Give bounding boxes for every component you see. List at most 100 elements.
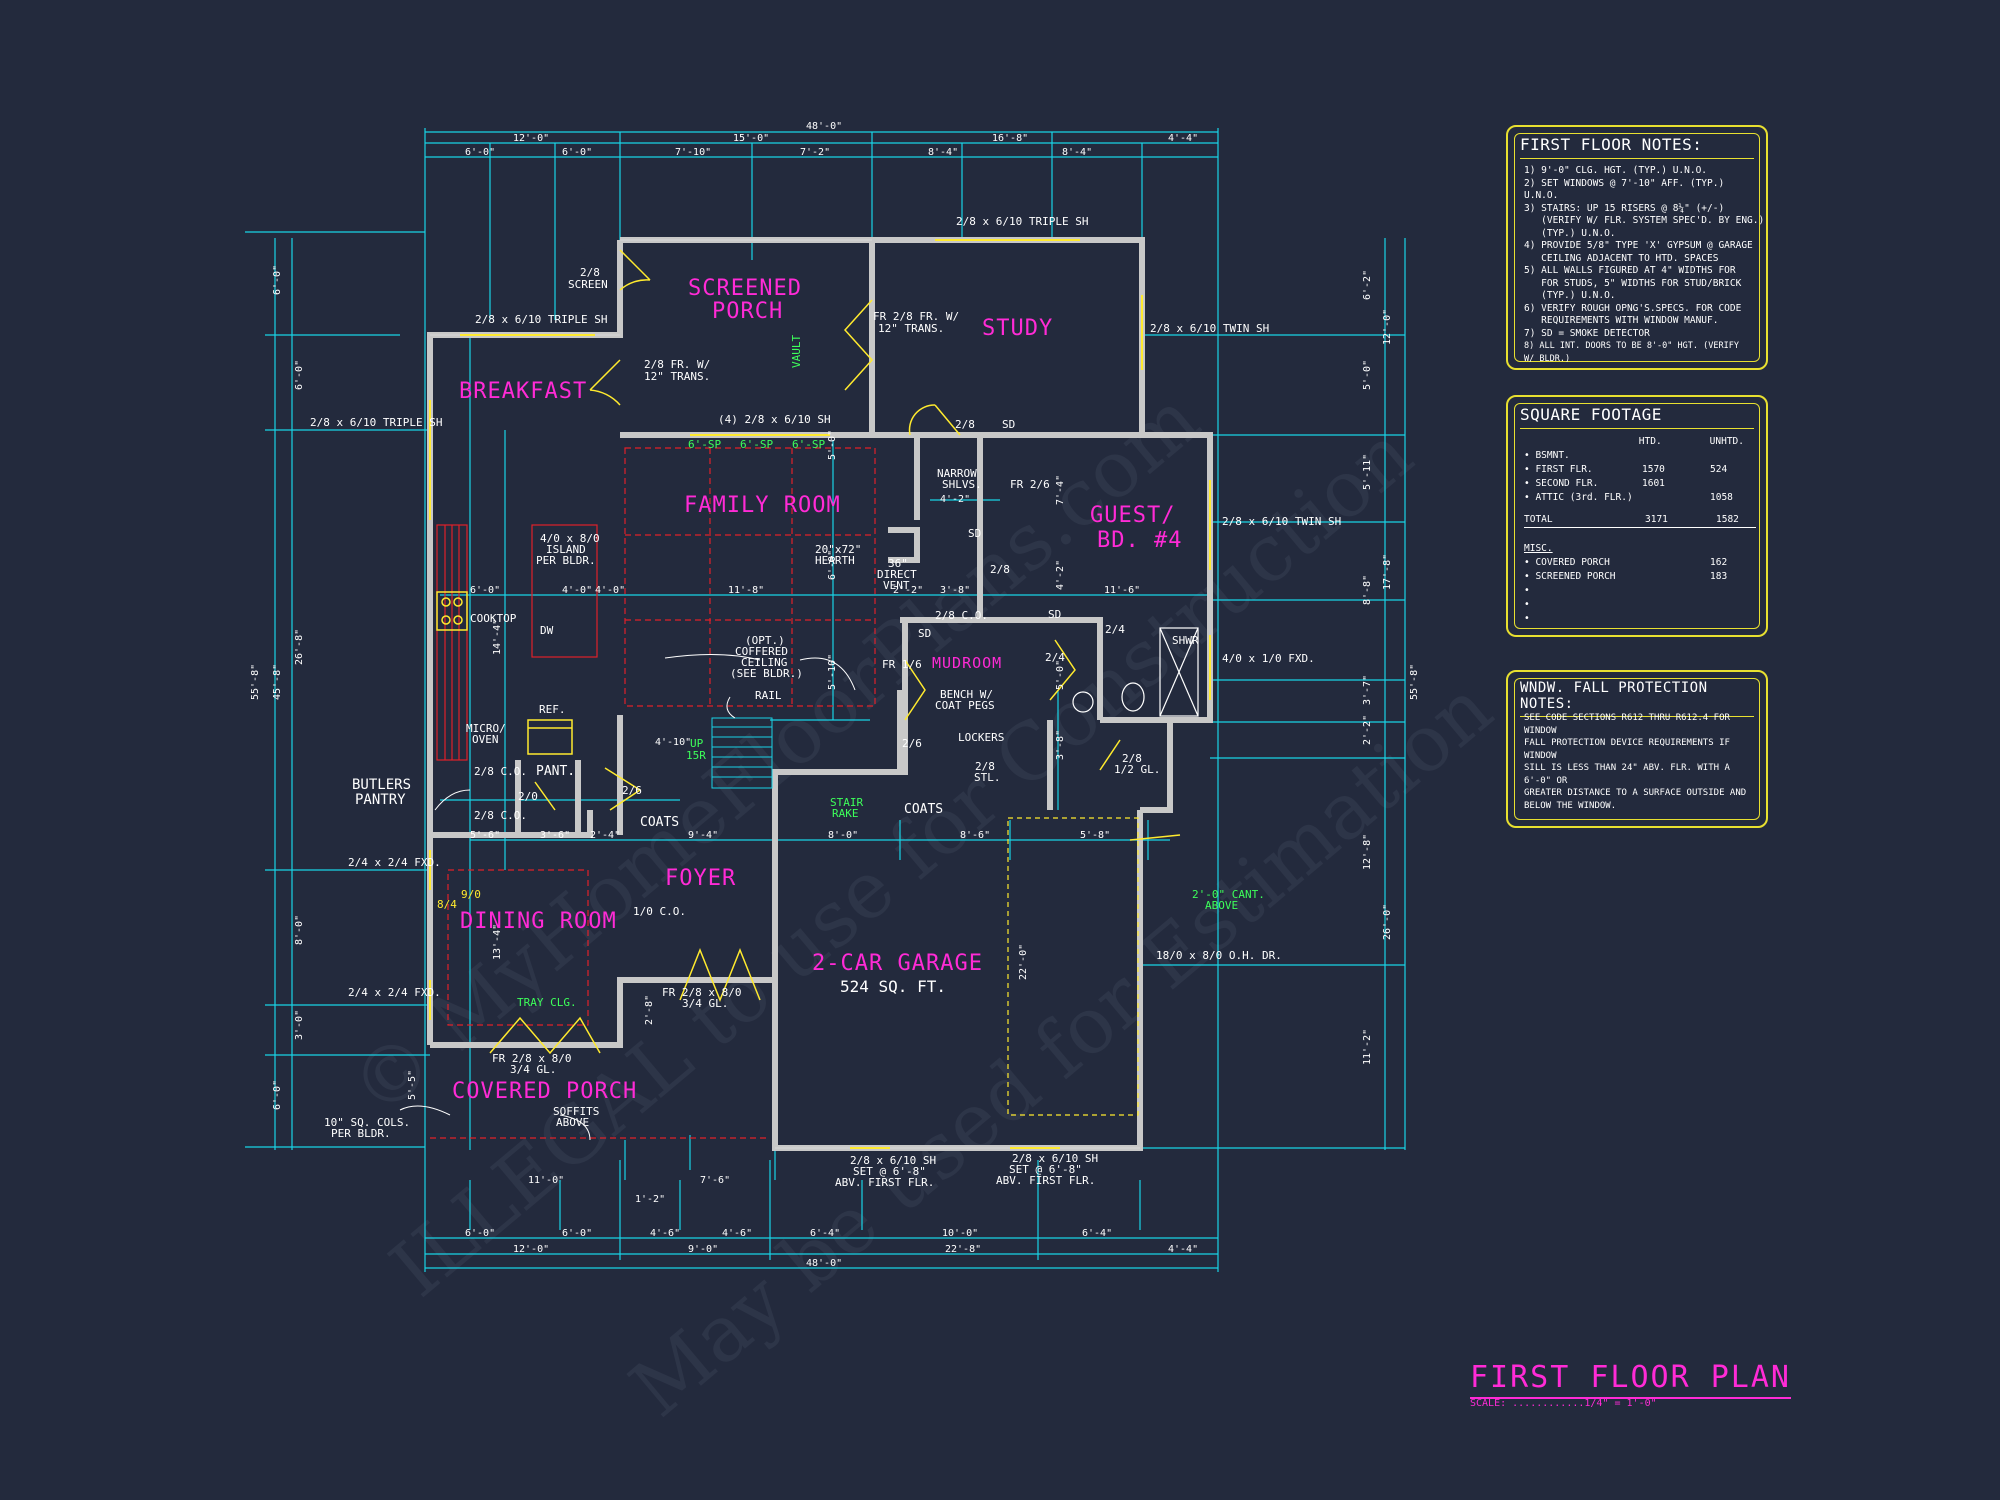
bench-2: COAT PEGS <box>935 699 995 712</box>
stair <box>711 717 773 789</box>
watermark: © MyHomeFloorPlans.com ILLEGAL to use fo… <box>334 374 1509 1434</box>
dimension-lines <box>245 128 1406 1272</box>
inner-dim-12: 2'-4" <box>590 830 620 841</box>
door-28a: 2/8 <box>955 418 975 431</box>
inner-dim-4: 2'-2" <box>893 585 923 596</box>
sqft-row: • ATTIC (3rd. FLR.)1058 <box>1524 491 1750 505</box>
oh-door-label: 18/0 x 8/0 O.H. DR. <box>1156 949 1282 962</box>
island-1: 4/0 x 8/0 <box>540 532 600 545</box>
island-2: ISLAND <box>546 543 586 556</box>
right-2: 5'-0" <box>1362 360 1373 390</box>
top-r2-5: 8'-4" <box>1062 147 1092 158</box>
cant-2: ABOVE <box>1205 899 1238 912</box>
misc-row-value <box>1710 612 1750 626</box>
inner-dim-20: 7'-6" <box>700 1175 730 1186</box>
misc-row-value <box>1710 598 1750 612</box>
top-r1-3: 4'-4" <box>1168 133 1198 144</box>
inner-dim-11: 3'-6" <box>540 830 570 841</box>
note-item: REQUIREMENTS WITH WINDOW MANUF. <box>1524 315 1719 326</box>
bench-1: BENCH W/ <box>940 688 993 701</box>
room-labels: SCREENED PORCH STUDY BREAKFAST FAMILY RO… <box>352 276 1181 1104</box>
butlers-label-2: PANTRY <box>355 792 406 808</box>
note-item: 3) STAIRS: UP 15 RISERS @ 8¼" (+/-) <box>1524 202 1725 214</box>
sp-1: 6'-SP <box>688 438 721 451</box>
coats-label-2: COATS <box>904 802 943 817</box>
top-r2-3: 7'-2" <box>800 147 830 158</box>
door-28-stl-1: 2/8 <box>975 760 995 773</box>
sd-4: SD <box>1048 608 1061 621</box>
window-note-line: SILL IS LESS THAN 24" ABV. FLR. WITH A 6… <box>1524 763 1730 786</box>
notes-title: FIRST FLOOR NOTES: <box>1520 135 1754 159</box>
left-6: 6'-0" <box>272 1080 283 1110</box>
sqft-misc-row: • <box>1524 584 1750 598</box>
door-24b: 2/4 <box>1045 651 1065 664</box>
sqft-total-unhtd: 1582 <box>1716 514 1739 525</box>
inner-dim-21: 1'-2" <box>635 1194 665 1205</box>
sqft-misc-row: • <box>1524 612 1750 626</box>
misc-row-label: • COVERED PORCH <box>1524 557 1610 568</box>
screened-porch-label-1: SCREENED <box>688 276 802 301</box>
window-note-line: FALL PROTECTION DEVICE REQUIREMENTS IF W… <box>1524 738 1730 761</box>
sh-a1: 2/8 x 6/10 SH <box>850 1154 936 1167</box>
screened-porch-label-2: PORCH <box>712 299 783 324</box>
inner-dim-25: 5'-0" <box>1055 660 1066 690</box>
fr28-b1: FR 2/8 x 8/0 <box>492 1052 571 1065</box>
inner-dim-5: 11'-6" <box>1104 585 1140 596</box>
fxd-24b: 2/4 x 2/4 FXD. <box>348 986 441 999</box>
inner-dimension-text: 4'-0" 11'-8" 4'-2" 3'-8" 2'-2" 11'-6" 6'… <box>407 430 1140 1205</box>
d90-label: 9/0 <box>461 888 481 901</box>
fr16-label: FR 1/6 <box>882 658 922 671</box>
fr-trans-1a: 2/8 FR. W/ <box>644 358 710 371</box>
right-4: 17'-8" <box>1382 554 1393 590</box>
covered-porch-label: COVERED PORCH <box>452 1079 637 1104</box>
note-item: (VERIFY W/ FLR. SYSTEM SPEC'D. BY ENG.) <box>1524 215 1765 226</box>
inner-dim-14: 8'-6" <box>960 830 990 841</box>
study-label: STUDY <box>982 316 1053 341</box>
inner-dim-2: 4'-2" <box>940 494 970 505</box>
sqft-row-label: • FIRST FLR. <box>1524 464 1593 475</box>
cols-1: 10" SQ. COLS. <box>324 1116 410 1129</box>
window-fall-notes-panel: WNDW. FALL PROTECTION NOTES: SEE CODE SE… <box>1506 670 1768 828</box>
doors <box>489 249 1181 1055</box>
mudroom-label: MUDROOM <box>932 654 1002 672</box>
bot-r2-1: 9'-0" <box>688 1244 718 1255</box>
sqft-row-label: • SECOND FLR. <box>1524 478 1599 489</box>
bot-r1-4: 6'-4" <box>810 1228 840 1239</box>
misc-row-value: 183 <box>1710 571 1728 582</box>
right-8: 12'-8" <box>1362 834 1373 870</box>
annotations: 2/8 x 6/10 TRIPLE SH 2/8 SCREEN 2/8 x 6/… <box>310 215 1341 1189</box>
top-r2-4: 8'-4" <box>928 147 958 158</box>
inner-dim-28: 6'-0" <box>827 550 838 580</box>
sh-b1: 2/8 x 6/10 SH <box>1012 1152 1098 1165</box>
bot-r1-0: 6'-0" <box>465 1228 495 1239</box>
note-item: 7) SD = SMOKE DETECTOR <box>1524 327 1650 339</box>
dim-right: 55'-8" <box>1409 664 1420 700</box>
dim-top: 48'-0" <box>806 121 842 132</box>
door-20: 2/0 <box>518 790 538 803</box>
left-3: 45'-8" <box>272 664 283 700</box>
inner-dim-27: 7'-4" <box>1055 475 1066 505</box>
foyer-label: FOYER <box>665 866 736 891</box>
plan-title: FIRST FLOOR PLAN <box>1470 1360 1791 1399</box>
inner-dim-7: 4'-0" <box>562 585 592 596</box>
hearth-1: 20"x72" <box>815 543 861 556</box>
arrows <box>399 653 856 1141</box>
note-item: CEILING ADJACENT TO HTD. SPACES <box>1524 252 1719 264</box>
note-item: 1) 9'-0" CLG. HGT. (TYP.) U.N.O. <box>1524 165 1708 176</box>
fr-trans-2a: FR 2/8 FR. W/ <box>873 310 959 323</box>
micro-2: OVEN <box>472 733 499 746</box>
sqft-col-htd: HTD. <box>1638 436 1662 447</box>
garage-door <box>1007 817 1139 1116</box>
sp-2: 6'-SP <box>740 438 773 451</box>
triple-sh-left: 2/8 x 6/10 TRIPLE SH <box>310 416 442 429</box>
up-label: UP <box>690 737 704 750</box>
first-floor-notes-panel: FIRST FLOOR NOTES: 1) 9'-0" CLG. HGT. (T… <box>1506 125 1768 370</box>
coffered-4: (SEE BLDR.) <box>730 667 803 680</box>
sd-1: SD <box>1002 418 1015 431</box>
cooktop-label: COOKTOP <box>470 612 517 625</box>
direct-1: 36" <box>888 557 908 570</box>
inner-dim-24: 3'-8" <box>1055 730 1066 760</box>
bot-r2-0: 12'-0" <box>513 1244 549 1255</box>
